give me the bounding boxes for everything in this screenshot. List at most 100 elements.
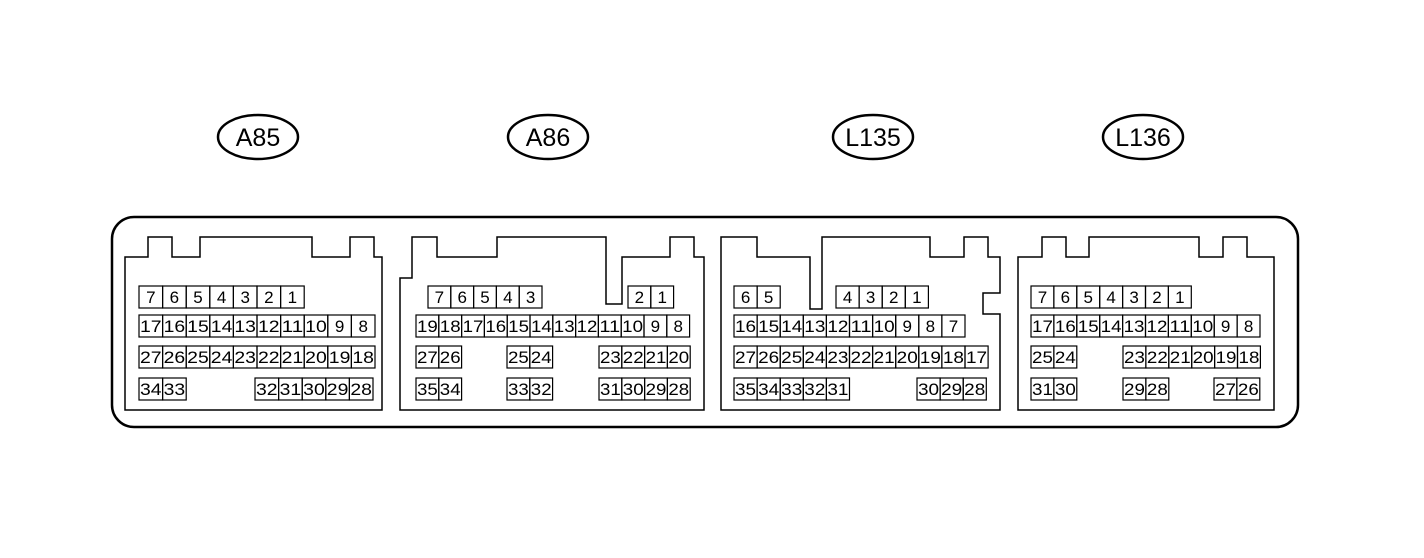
a86-pin-number: 13 [554,317,575,336]
a85-pin-number: 9 [335,317,344,336]
a85-pin-number: 15 [187,317,209,336]
l136-pin-number: 26 [1238,380,1259,399]
a86-pin-cell [529,345,554,369]
a85-pin-number: 27 [140,348,162,367]
a86-pin-number: 24 [531,348,552,367]
a85-pin-number: 29 [327,380,349,399]
a85-pin-number: 13 [234,317,256,336]
l135-pin-number: 5 [764,288,773,307]
a85-pin-number: 33 [164,380,186,399]
a86-pin-number: 21 [646,348,667,367]
a85-pin-number: 4 [217,288,226,307]
l135-pin-number: 12 [827,317,848,336]
l135-pin-number: 33 [781,380,802,399]
a85-pin-number: 16 [164,317,186,336]
l135-pin-number: 21 [874,348,895,367]
a86-pin-number: 30 [623,380,644,399]
outer-housing [110,215,1300,429]
l135-label-ellipse [831,113,915,161]
l136-pin-number: 22 [1147,348,1168,367]
a86-pin-number: 23 [600,348,621,367]
a85-pin-number: 18 [352,348,374,367]
a86-pin-number: 2 [635,288,644,307]
a86-pin-cell [518,285,543,309]
a86-pin-number: 26 [440,348,461,367]
l136-pin-number: 15 [1078,317,1099,336]
a86-pin-number: 35 [417,380,438,399]
a86-pin-number: 25 [508,348,529,367]
l136-pin-number: 12 [1147,317,1168,336]
l136-pin-cell [1167,285,1192,309]
l136-pin-cell [1236,314,1261,338]
a85-pin-number: 11 [282,317,304,336]
l135-pin-cell [964,345,989,369]
l135-pin-number: 27 [735,348,756,367]
a85-label-ellipse [216,113,300,161]
l135-pin-number: 15 [758,317,779,336]
a85-pin-number: 5 [193,288,202,307]
a85-pin-number: 17 [140,317,162,336]
a86-pin-number: 11 [599,317,620,336]
a86-pin-cell [666,314,691,338]
l136-pin-number: 19 [1216,348,1237,367]
a86-pin-number: 12 [577,317,598,336]
l135-pin-number: 9 [903,317,912,336]
l136-pin-number: 24 [1055,348,1076,367]
l135-pin-number: 28 [964,380,985,399]
l135-pin-number: 24 [804,348,825,367]
l136-pin-number: 16 [1055,317,1076,336]
l135-pin-number: 7 [949,317,958,336]
l135-pin-number: 30 [918,380,939,399]
l135-pin-cell [825,377,851,401]
a86-pin-number: 10 [622,317,643,336]
a85-pin-number: 14 [211,317,233,336]
a85-pin-number: 31 [280,380,302,399]
l135-pin-number: 14 [781,317,802,336]
a86-pin-cell [666,345,691,369]
l135-pin-number: 22 [851,348,872,367]
a86-pin-number: 16 [485,317,506,336]
l136-pin-number: 23 [1124,348,1145,367]
a86-label: A86 [526,124,570,152]
l135-pin-number: 10 [874,317,895,336]
l136-pin-number: 10 [1192,317,1213,336]
a86-outline [399,236,705,411]
a85-pin-number: 20 [305,348,327,367]
l136-pin-number: 20 [1193,348,1214,367]
a86-pin-number: 3 [526,288,535,307]
a86-pin-number: 19 [417,317,438,336]
l135-pin-number: 3 [866,288,875,307]
l136-pin-cell [1053,377,1078,401]
a86-pin-number: 7 [435,288,444,307]
l135-pin-cell [941,314,966,338]
l135-pin-number: 32 [804,380,825,399]
a86-pin-number: 29 [646,380,667,399]
a86-pin-number: 17 [463,317,484,336]
a86-pin-cell [438,345,463,369]
l135-pin-number: 8 [926,317,935,336]
l135-pin-number: 31 [827,380,848,399]
l135-pin-number: 29 [941,380,962,399]
a85-pin-number: 7 [146,288,155,307]
l136-pin-cell [1053,345,1078,369]
a86-pin-number: 22 [623,348,644,367]
a86-pin-number: 9 [651,317,660,336]
l136-pin-number: 30 [1055,380,1076,399]
a85-outline [124,236,383,411]
l136-pin-number: 31 [1032,380,1053,399]
a85-pin-number: 23 [234,348,256,367]
l136-pin-number: 14 [1101,317,1122,336]
l136-pin-number: 2 [1152,288,1161,307]
a85-pin-number: 28 [350,380,372,399]
l135-pin-cell [756,285,781,309]
l136-pin-number: 6 [1061,288,1070,307]
a86-pin-number: 14 [531,317,552,336]
l136-pin-number: 1 [1175,288,1184,307]
a85-pin-number: 10 [305,317,327,336]
l136-pin-number: 27 [1215,380,1236,399]
a86-pin-number: 20 [668,348,689,367]
a86-pin-cell [529,377,554,401]
a85-pin-cell [348,377,374,401]
